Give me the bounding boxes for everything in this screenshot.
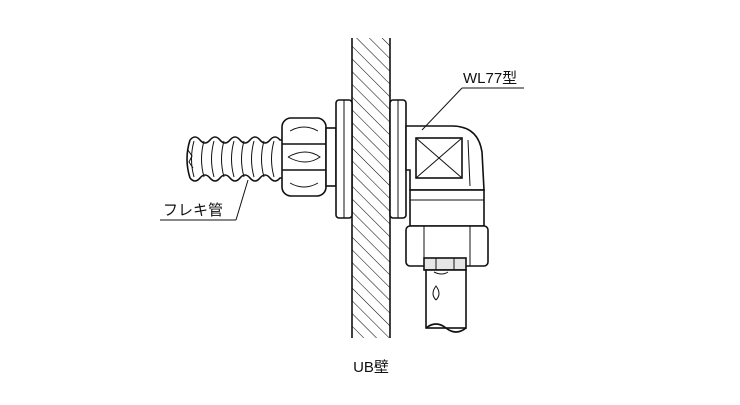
wl77-elbow-fitting: [405, 125, 489, 271]
label-hose: フレキ管: [163, 202, 223, 219]
outlet-pipe: [425, 269, 467, 333]
ub-wall: [351, 38, 391, 338]
hex-nut-left: [281, 117, 337, 197]
leader-fitting: [421, 87, 524, 131]
flexible-hose: [186, 136, 282, 182]
label-wall: UB壁: [353, 359, 389, 376]
wall-flange-right: [389, 99, 407, 219]
label-fitting: WL77型: [463, 70, 517, 87]
leader-hose: [160, 179, 249, 221]
wall-flange-left: [335, 99, 353, 219]
